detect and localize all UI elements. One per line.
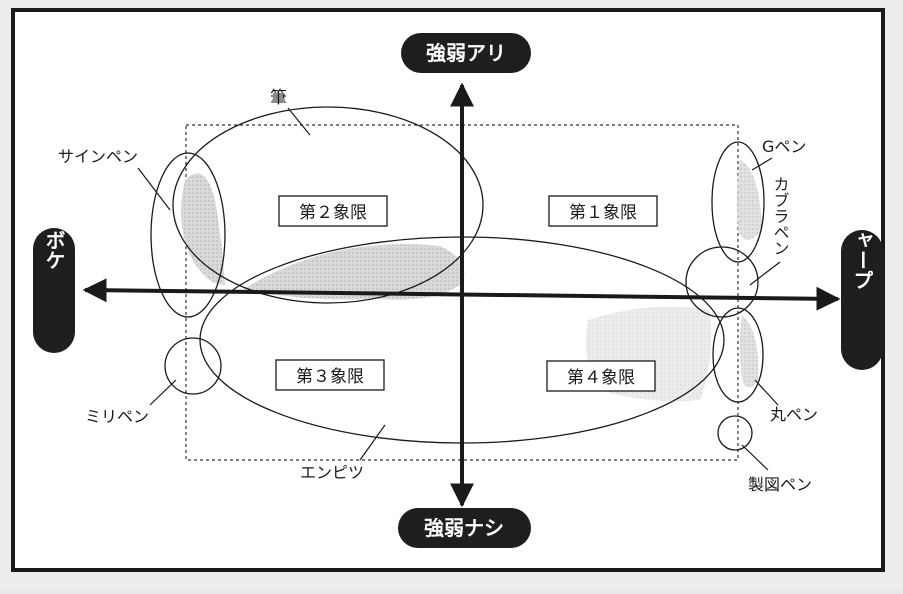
ellipse-g-pen <box>711 141 765 263</box>
quadrant-3-label: 第３象限 <box>296 367 364 387</box>
label-fude: 筆 <box>270 88 287 108</box>
overlap-fude-signpen <box>181 173 225 285</box>
ellipse-seizu-pen <box>717 415 753 451</box>
leader-fude <box>287 107 311 136</box>
shade-marupen <box>740 315 759 388</box>
axis-left-label: ボケ <box>42 230 66 270</box>
ellipse-mili-pen <box>164 337 222 395</box>
axis-bottom-label: 強弱ナシ <box>424 516 504 540</box>
axis-right-pill: シャープ <box>841 210 883 370</box>
leader-maru-pen <box>754 379 779 406</box>
leader-enpitsu <box>359 424 386 461</box>
quadrant-4-label: 第４象限 <box>567 368 635 388</box>
label-sign-pen: サインペン <box>58 147 138 166</box>
quadrant-2-label: 第２象限 <box>299 203 367 223</box>
quadrant-1-box: 第１象限 <box>548 195 658 227</box>
axis-top-pill: 強弱アリ <box>401 33 531 73</box>
axis-right-label: シャープ <box>850 210 874 290</box>
leader-sign-pen <box>137 167 171 211</box>
quadrant-2-box: 第２象限 <box>278 195 388 227</box>
quadrant-3-box: 第３象限 <box>275 359 385 391</box>
axis-bottom-pill: 強弱ナシ <box>398 508 531 548</box>
leader-mili-pen <box>149 379 177 406</box>
label-seizu-pen: 製図ペン <box>748 475 812 494</box>
label-mili-pen: ミリペン <box>85 407 149 426</box>
horizontal-axis <box>82 278 841 311</box>
label-enpitsu: エンピツ <box>300 463 364 482</box>
leader-kabura-pen <box>749 261 781 286</box>
label-maru-pen: 丸ペン <box>770 405 818 424</box>
axis-left-pill: ボケ <box>33 228 75 353</box>
shade-gpen <box>736 160 762 240</box>
leader-seizu-pen <box>741 444 769 471</box>
label-kabura-pen: カブラペン <box>771 176 790 256</box>
ellipse-sign-pen <box>150 152 226 318</box>
axis-top-label: 強弱アリ <box>426 41 506 65</box>
quadrant-4-box: 第４象限 <box>546 360 656 392</box>
quadrant-1-label: 第１象限 <box>569 203 637 223</box>
label-g-pen: Gペン <box>762 137 806 156</box>
leader-g-pen <box>751 157 773 171</box>
